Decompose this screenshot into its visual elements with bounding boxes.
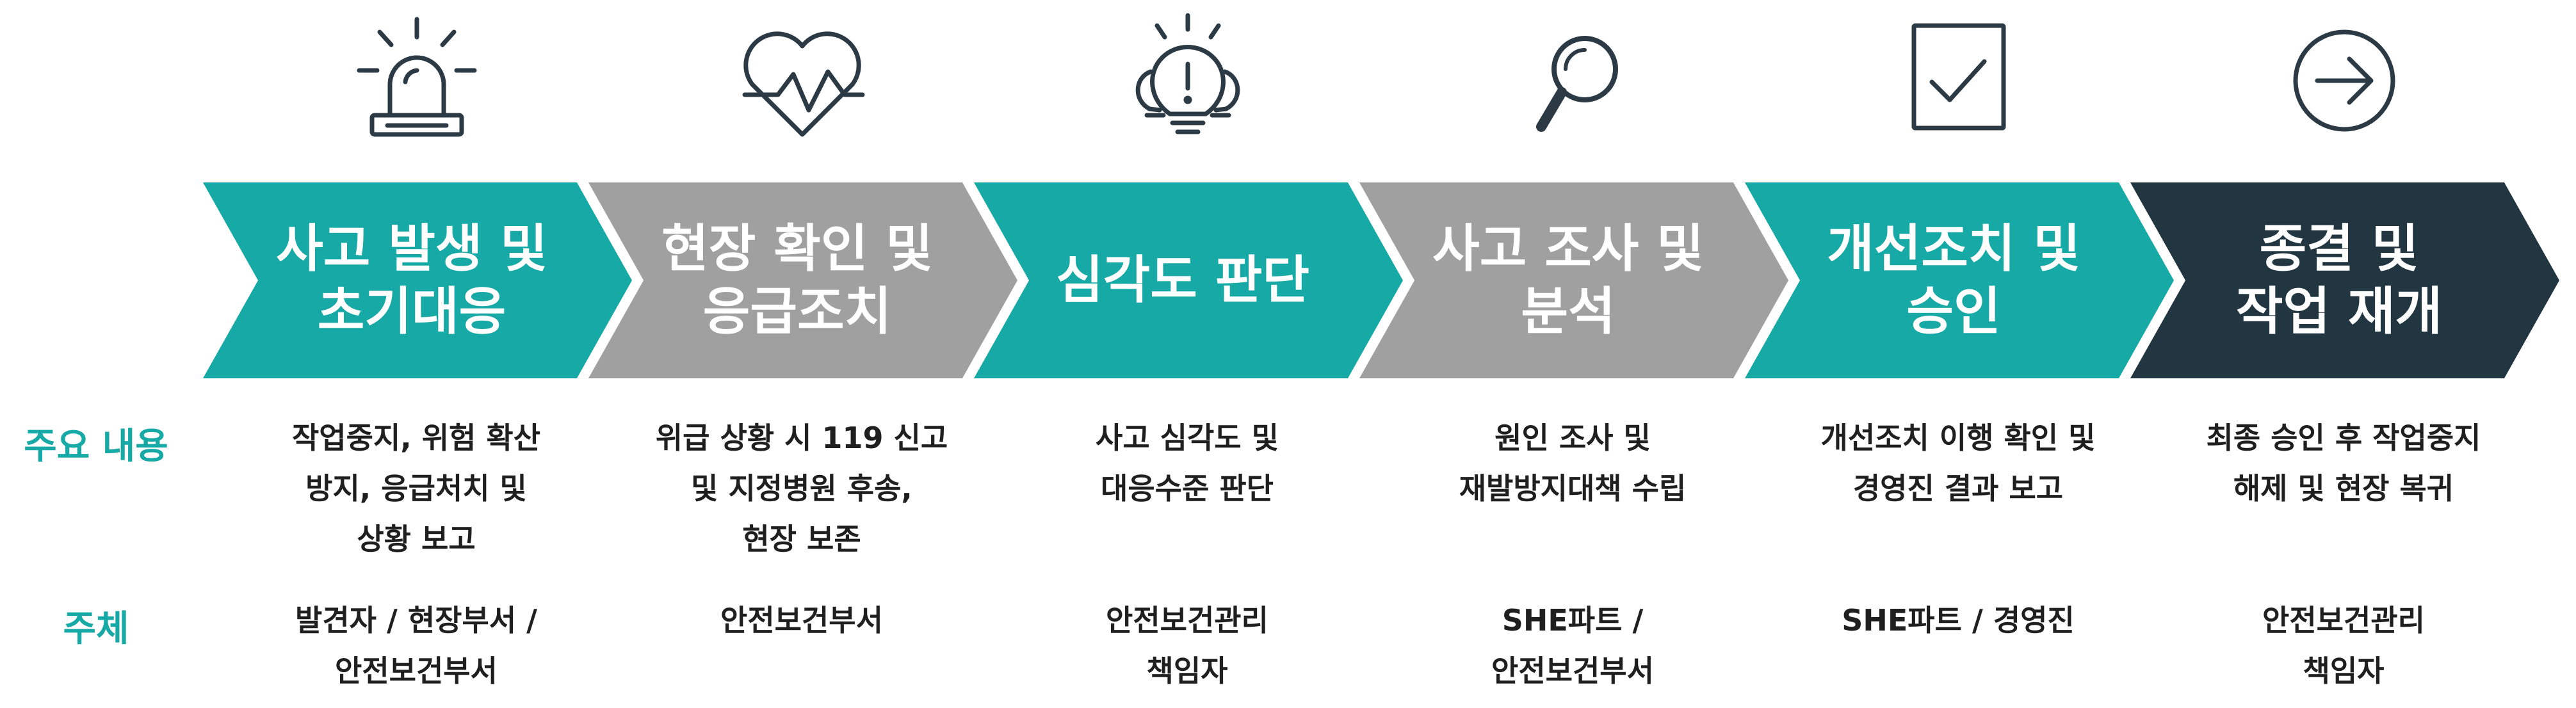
row-label-content: 주요 내용 — [24, 426, 168, 467]
stage-title-4: 사고 조사 및 분석 — [1432, 219, 1704, 341]
stage-title-2: 현장 확인 및 응급조치 — [661, 219, 933, 341]
stage-owner-1: 발견자 / 현장부서 / 안전보건부서 — [295, 603, 537, 689]
magnifier-icon — [1536, 36, 1618, 132]
stage-content-6: 최종 승인 후 작업중지 해제 및 현장 복귀 — [2206, 421, 2481, 506]
stage-content-5: 개선조치 이행 확인 및 경영진 결과 보고 — [1820, 421, 2096, 506]
stage-title-6: 종결 및 작업 재개 — [2235, 219, 2443, 341]
stage-owner-2: 안전보건부서 — [720, 603, 883, 638]
heartbeat-icon — [742, 31, 865, 137]
stage-owner-6: 안전보건관리 책임자 — [2262, 603, 2425, 689]
stage-owner-4: SHE파트 / 안전보건부서 — [1491, 603, 1654, 689]
arrow-circle-icon — [2293, 29, 2395, 132]
stage-owner-5: SHE파트 / 경영진 — [1842, 603, 2075, 638]
stage-title-5: 개선조치 및 승인 — [1827, 219, 2080, 341]
stage-title-1: 사고 발생 및 초기대응 — [276, 219, 547, 341]
stage-content-3: 사고 심각도 및 대응수준 판단 — [1096, 421, 1279, 506]
checkbox-icon — [1911, 23, 2006, 131]
stage-content-2: 위급 상황 시 119 신고 및 지정병원 후송, 현장 보존 — [655, 421, 948, 557]
row-label-owner: 주체 — [63, 608, 129, 650]
stage-title-3: 심각도 판단 — [1056, 250, 1309, 310]
stage-content-1: 작업중지, 위험 확산 방지, 응급처치 및 상황 보고 — [291, 421, 541, 557]
stage-owner-3: 안전보건관리 책임자 — [1106, 603, 1268, 689]
lightbulb-alert-icon — [1135, 13, 1240, 134]
siren-icon — [357, 17, 477, 137]
stage-chevron-6 — [2115, 173, 2570, 387]
stage-content-4: 원인 조사 및 재발방지대책 수립 — [1459, 421, 1687, 506]
